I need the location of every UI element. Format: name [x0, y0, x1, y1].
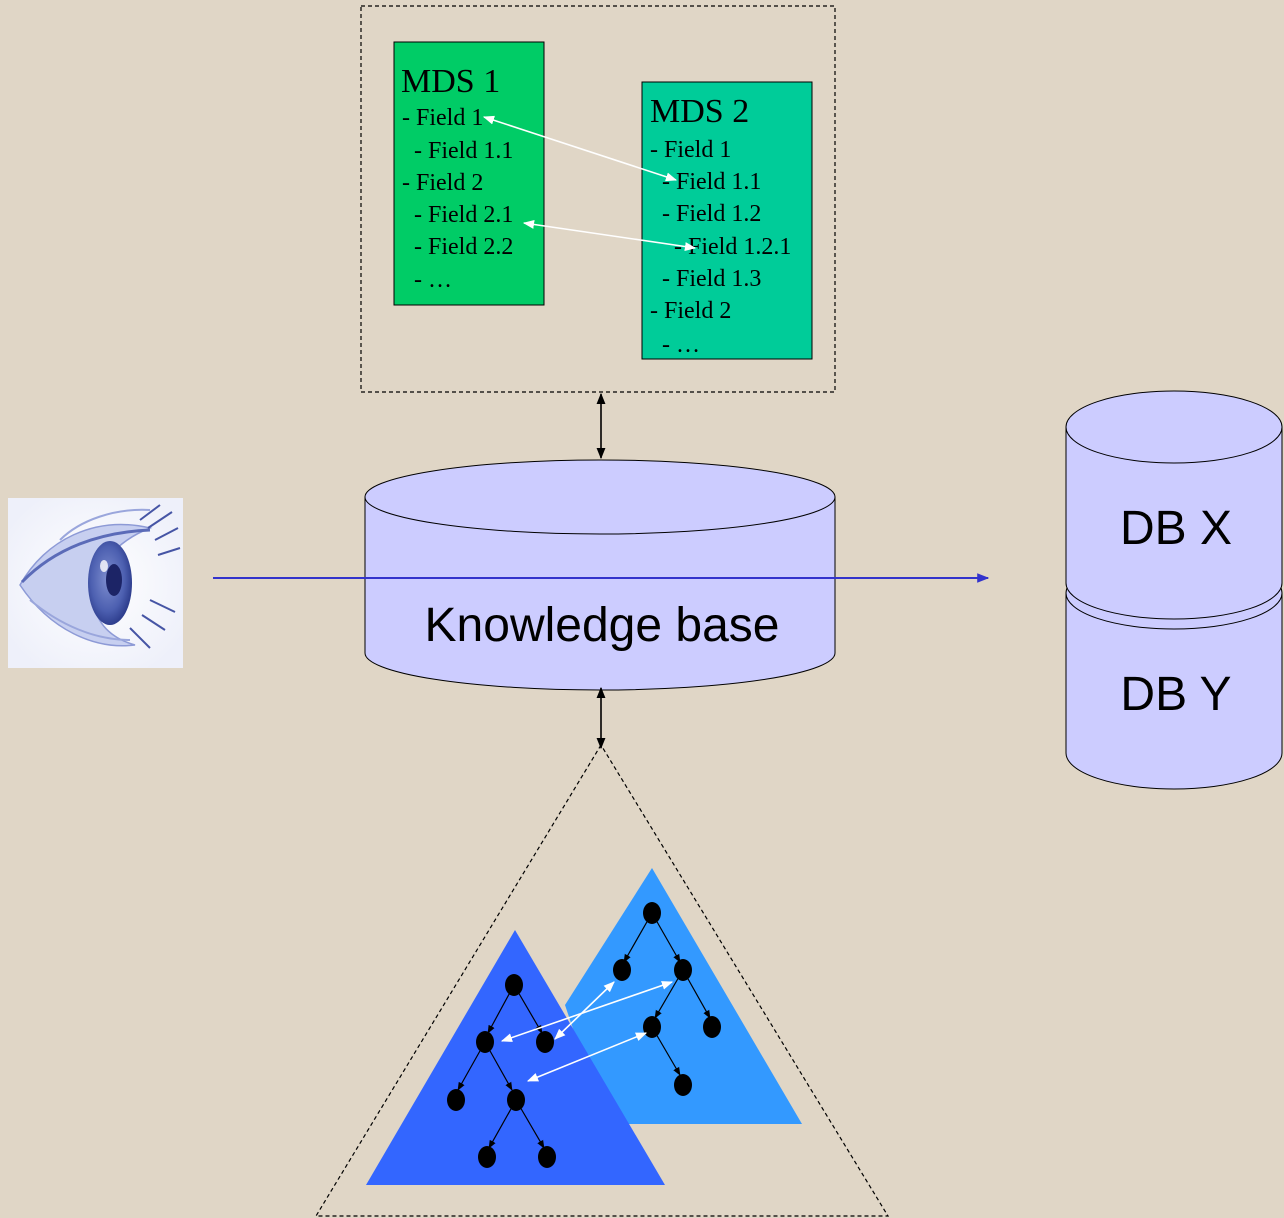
mds2-field: - …	[650, 332, 700, 358]
ontology-tree-left	[366, 930, 665, 1185]
tree-node	[674, 1074, 692, 1096]
db-y-body	[1065, 592, 1283, 790]
knowledge-base-label: Knowledge base	[425, 599, 780, 652]
mds2-box: MDS 2 - Field 1 - Field 1.1 - Field 1.2 …	[641, 81, 813, 360]
ontology-mapping-arrow	[554, 981, 615, 1040]
tree-node	[536, 1031, 554, 1053]
tree-node	[613, 959, 631, 981]
tree-node	[674, 959, 692, 981]
mds1-field: - …	[402, 267, 452, 293]
mds1-field: - Field 1.1	[402, 138, 513, 164]
tree-node	[447, 1089, 465, 1111]
ontology-mappings	[500, 981, 674, 1082]
ontology-region	[314, 743, 890, 1217]
mds2-field: - Field 2	[650, 298, 731, 324]
tree-node	[643, 902, 661, 924]
mds2-field: - Field 1.2	[650, 201, 761, 227]
db-x-body	[1065, 426, 1283, 620]
tree-node	[476, 1031, 494, 1053]
mds1-title: MDS 1	[401, 63, 500, 100]
tree-node	[643, 1016, 661, 1038]
mds2-field: - Field 1	[650, 137, 731, 163]
mds1-field: - Field 1	[402, 105, 483, 131]
mds2-title: MDS 2	[650, 93, 749, 130]
db-stack: DB X DB Y	[1065, 390, 1283, 790]
mds1-field: - Field 2.1	[402, 202, 513, 228]
db-y-label: DB Y	[1120, 668, 1231, 721]
metadata-schema-region	[360, 5, 836, 393]
field-mapping-arrow	[482, 115, 678, 182]
db-x-top	[1065, 390, 1283, 464]
ontology-mapping-arrow	[526, 1032, 648, 1082]
mds2-field: - Field 1.1	[650, 169, 761, 195]
mds1-field: - Field 2.2	[402, 234, 513, 260]
mds2-field: - Field 1.3	[650, 266, 761, 292]
field-mapping-arrow	[522, 220, 697, 251]
knowledge-base-body	[364, 496, 836, 691]
mds1-field: - Field 2	[402, 170, 483, 196]
tree-node	[538, 1146, 556, 1168]
mds1-box: MDS 1 - Field 1 - Field 1.1 - Field 2 - …	[393, 41, 545, 306]
db-x-label: DB X	[1120, 502, 1232, 555]
knowledge-base-top	[364, 459, 836, 535]
knowledge-base-cylinder: Knowledge base	[364, 459, 836, 691]
tree-node	[505, 974, 523, 996]
tree-node	[507, 1089, 525, 1111]
mds2-field: - Field 1.2.1	[650, 234, 791, 260]
eye-icon	[8, 498, 183, 668]
tree-node	[703, 1016, 721, 1038]
tree-node	[478, 1146, 496, 1168]
